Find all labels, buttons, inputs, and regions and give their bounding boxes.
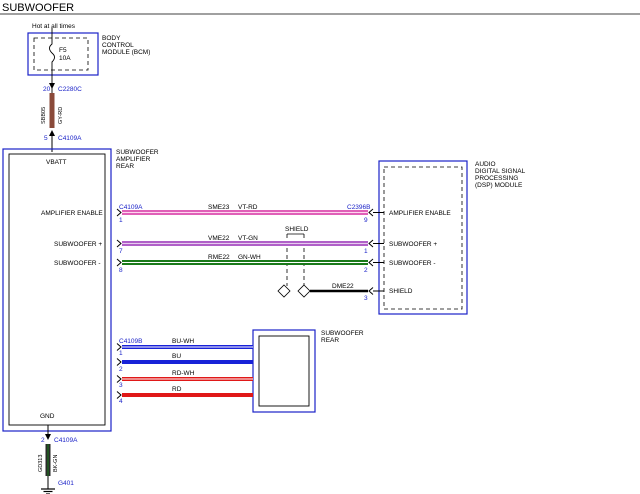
- dsp-name-1: AUDIO: [475, 161, 496, 168]
- wire-bu-wh-chevron: [116, 343, 122, 351]
- amp-name-3: REAR: [116, 163, 134, 170]
- bcm-name-2: CONTROL: [102, 42, 134, 49]
- ground-connector-arrow: [45, 434, 51, 440]
- feed-pin-top: 20: [43, 86, 51, 93]
- bcm-inner-box: [33, 37, 89, 71]
- wire-rd: [122, 393, 253, 397]
- wire-vme22-pin-right: 1: [364, 248, 368, 255]
- wire-sme23-circuit: SME23: [208, 204, 230, 211]
- amp-gnd-label: GND: [40, 413, 55, 420]
- feed-connector-bottom-arrow: [49, 130, 55, 136]
- fuse-symbol: [49, 28, 55, 94]
- signal-conn-left: C4109A: [119, 204, 143, 211]
- ground-color: BK-GN: [53, 455, 59, 472]
- sub-rear-name-1: SUBWOOFER: [321, 330, 364, 337]
- fuse-rating: 10A: [59, 55, 71, 62]
- feed-wire: [49, 93, 55, 128]
- wire-vme22-color: VT-GN: [238, 235, 258, 242]
- wire-sme23-right-chevron: [368, 208, 374, 217]
- amp-input-sub-plus: SUBWOOFER +: [54, 241, 102, 248]
- shield-label: SHIELD: [285, 226, 309, 233]
- bcm-hot-label: Hot at all times: [32, 23, 76, 30]
- wire-vme22-left-chevron: [116, 239, 122, 248]
- dsp-name-2: DIGITAL SIGNAL: [475, 168, 526, 175]
- bcm-name-3: MODULE (BCM): [102, 49, 150, 56]
- wire-rme22-right-chevron: [368, 258, 374, 267]
- feed-color: GY-RD: [58, 107, 64, 124]
- dsp-name-4: (DSP) MODULE: [475, 182, 523, 189]
- dsp-pin-shield: SHIELD: [389, 288, 413, 295]
- wire-rd-wh-chevron: [116, 375, 122, 383]
- wire-sme23-pin-right: 9: [364, 217, 368, 224]
- fuse-id: F5: [59, 47, 67, 54]
- wire-rme22-pin-left: 8: [119, 267, 123, 274]
- dsp-pin-sub-minus: SUBWOOFER -: [389, 260, 436, 267]
- amp-name-1: SUBWOOFER: [116, 149, 159, 156]
- bcm-name-1: BODY: [102, 35, 121, 42]
- wire-dme22-chevron: [368, 287, 374, 295]
- wire-bu: [122, 360, 253, 364]
- wire-sme23-pin-left: 1: [119, 217, 123, 224]
- wire-rd-chevron: [116, 391, 122, 399]
- wire-vme22-circuit: VME22: [208, 235, 230, 242]
- wire-sme23-color: VT-RD: [238, 204, 258, 211]
- dsp-pin-sub-plus: SUBWOOFER +: [389, 241, 437, 248]
- feed-conn-bottom: C4109A: [58, 135, 82, 142]
- feed-conn-top: C2280C: [58, 86, 82, 93]
- amplifier-inner-box: [8, 153, 106, 426]
- wire-rd-wh-pin: 3: [119, 382, 123, 389]
- wire-rme22-color: GN-WH: [238, 254, 261, 261]
- dsp-module-box: [378, 160, 468, 315]
- wire-dme22-pin-right: 3: [364, 295, 368, 302]
- wire-bu-chevron: [116, 358, 122, 366]
- wire-rme22-left-chevron: [116, 258, 122, 267]
- wire-vme22-right-chevron: [368, 239, 374, 248]
- speaker-conn: C4109B: [119, 338, 143, 345]
- ground-pin: 2: [41, 437, 45, 444]
- wire-rd-color: RD: [172, 386, 182, 393]
- wire-bu-wh-color: BU-WH: [172, 338, 194, 345]
- feed-connector-top-arrow: [49, 83, 55, 89]
- wire-bu-pin: 2: [119, 366, 123, 373]
- subwoofer-rear-box: [252, 329, 316, 413]
- signal-conn-right: C2396B: [347, 204, 371, 211]
- shield-drain-left-diamond: [277, 284, 291, 298]
- amp-name-2: AMPLIFIER: [116, 156, 151, 163]
- dsp-pin-enable: AMPLIFIER ENABLE: [389, 210, 451, 217]
- wire-rd-pin: 4: [119, 398, 123, 405]
- dsp-inner-box: [383, 166, 463, 310]
- wire-bu-color: BU: [172, 353, 181, 360]
- wire-rme22-pin-right: 2: [364, 267, 368, 274]
- feed-pin-bottom: 5: [44, 135, 48, 142]
- diagram-title: SUBWOOFER: [2, 2, 74, 14]
- amp-input-enable: AMPLIFIER ENABLE: [41, 210, 103, 217]
- amp-input-sub-minus: SUBWOOFER -: [54, 260, 101, 267]
- amp-vbatt-label: VBATT: [46, 159, 66, 166]
- wire-bu-wh-pin: 1: [119, 350, 123, 357]
- wire-vme22-pin-left: 7: [119, 248, 123, 255]
- wire-rme22-circuit: RME22: [208, 254, 230, 261]
- bcm-module-box: [27, 32, 99, 76]
- shield-drain-right-diamond: [297, 284, 311, 298]
- wire-rd-wh-color: RD-WH: [172, 370, 195, 377]
- amplifier-module-box: [2, 148, 112, 432]
- feed-circuit: SBB05: [41, 107, 47, 124]
- ground-conn: C4109A: [54, 437, 78, 444]
- wire-dme22-circuit: DME22: [332, 283, 354, 290]
- subwoofer-rear-inner: [258, 335, 310, 407]
- ground-point: G401: [58, 480, 74, 487]
- ground-circuit: GD313: [38, 455, 44, 472]
- sub-rear-name-2: REAR: [321, 337, 339, 344]
- dsp-name-3: PROCESSING: [475, 175, 518, 182]
- wire-sme23-left-chevron: [116, 208, 122, 217]
